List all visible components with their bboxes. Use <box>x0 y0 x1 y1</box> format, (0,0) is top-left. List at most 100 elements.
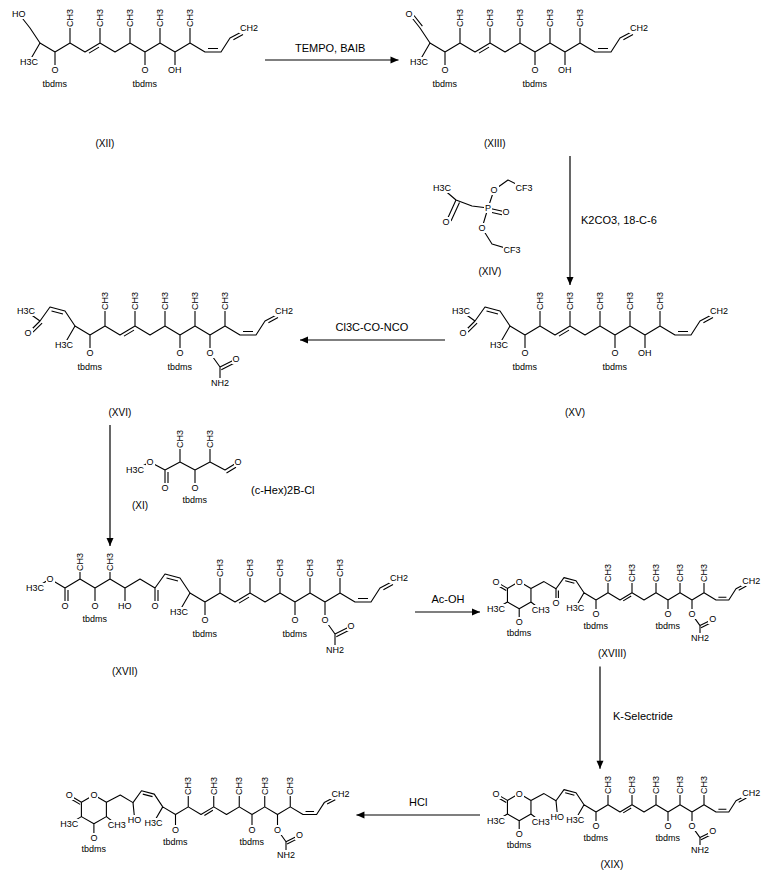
atom-label: CH3 <box>190 291 200 311</box>
atom-label: O <box>531 65 540 75</box>
reagent-label: TEMPO, BAIB <box>294 42 366 55</box>
atom-label: O <box>515 617 524 627</box>
atom-label: CH3 <box>675 775 685 795</box>
atom-label: tbdms <box>80 844 107 854</box>
compound-number: (XIX) <box>600 859 625 871</box>
arrow-head <box>356 812 364 819</box>
atom-label: CH2 <box>741 576 761 586</box>
atom-label: NH2 <box>325 645 345 655</box>
atom-label: O <box>515 789 524 799</box>
atom-label: HO <box>127 815 143 825</box>
atom-label: CH3 <box>185 8 195 28</box>
atom-label: O <box>521 348 530 358</box>
atom-label: CH3 <box>603 775 613 795</box>
atom-label: H3C <box>486 604 506 614</box>
atom-label: CH3 <box>275 558 285 578</box>
atom-label: O <box>171 825 180 835</box>
atom-label: CH3 <box>160 291 170 311</box>
arrow-head <box>391 57 399 64</box>
atom-label: CH3 <box>335 558 345 578</box>
atom-label: H3C <box>486 816 506 826</box>
arrow-line <box>300 339 445 340</box>
atom-label: CH3 <box>175 429 185 449</box>
atom-label: O <box>478 223 487 233</box>
atom-label: tbdms <box>655 621 682 631</box>
atom-label: CH3 <box>485 8 495 28</box>
atom-label: O <box>492 789 501 799</box>
atom-label: CH3 <box>515 8 525 28</box>
atom-label: tbdms <box>42 79 69 89</box>
atom-label: O <box>708 826 717 836</box>
atom-label: CH3 <box>455 8 465 28</box>
atom-label: H3C <box>565 603 585 613</box>
atom-label: NH2 <box>690 633 710 643</box>
atom-label: tbdms <box>182 495 209 505</box>
atom-label: CH3 <box>105 552 115 572</box>
atom-label: O <box>46 574 55 584</box>
reaction-arrow <box>415 609 480 616</box>
atom-label: CH2 <box>741 788 761 798</box>
atom-label: CH3 <box>285 776 295 796</box>
atom-label: CH3 <box>234 776 244 796</box>
atom-label: CH3 <box>205 429 215 449</box>
atom-label: O <box>206 348 215 358</box>
arrow-line <box>569 156 570 285</box>
atom-label: CH3 <box>651 775 661 795</box>
atom-label: HO <box>11 9 27 19</box>
atom-label: O <box>151 601 160 611</box>
atom-label: O <box>141 65 150 75</box>
atom-label: O <box>161 483 170 493</box>
atom-label: H3C <box>25 583 45 593</box>
atom-label: H3C <box>125 465 145 475</box>
arrow-line <box>599 666 600 768</box>
atom-label: H3C <box>409 57 429 67</box>
atom-label: CH3 <box>260 776 270 796</box>
atom-label: O <box>86 348 95 358</box>
atom-label: O <box>442 217 451 227</box>
atom-label: H3C <box>451 306 471 316</box>
arrow-line <box>109 425 110 546</box>
atom-label: CH2 <box>330 789 350 799</box>
atom-label: CH3 <box>627 563 637 583</box>
atom-label: O <box>91 601 100 611</box>
atom-label: CH3 <box>627 775 637 795</box>
reaction-arrow <box>567 156 574 285</box>
atom-label: tbdms <box>82 614 109 624</box>
atom-label: CH3 <box>595 291 605 311</box>
arrow-line <box>415 611 480 612</box>
atom-label: H3C <box>54 340 74 350</box>
arrow-line <box>265 59 398 60</box>
atom-label: O <box>89 833 98 843</box>
atom-label: H3C <box>19 57 39 67</box>
reagent-label: (c-Hex)2B-Cl <box>250 484 316 497</box>
atom-label: CH2 <box>274 306 294 316</box>
atom-label: CH3 <box>531 605 551 615</box>
atom-label: O <box>515 829 524 839</box>
atom-label: CH3 <box>651 563 661 583</box>
atom-label: O <box>405 9 414 19</box>
atom-label: H3C <box>143 818 163 828</box>
atom-label: HO <box>550 812 566 822</box>
compound-number: (XII) <box>95 138 116 150</box>
atom-label: O <box>146 457 155 467</box>
reaction-arrow <box>107 425 114 546</box>
atom-label: O <box>24 328 33 338</box>
atom-label: H3C <box>16 306 36 316</box>
arrow-head <box>597 761 604 769</box>
atom-label: tbdms <box>512 362 539 372</box>
atom-label: H3C <box>169 607 189 617</box>
reagent-label: Ac-OH <box>431 593 466 606</box>
atom-label: CH3 <box>65 8 75 28</box>
compound-number: (XVII) <box>111 666 139 678</box>
arrow-head <box>300 337 308 344</box>
atom-label: O <box>492 577 501 587</box>
atom-label: CH3 <box>215 558 225 578</box>
atom-label: CH3 <box>75 552 85 572</box>
atom-label: O <box>459 328 468 338</box>
atom-label: tbdms <box>282 629 309 639</box>
atom-label: CH3 <box>220 291 230 311</box>
atom-label: CH3 <box>603 563 613 583</box>
atom-label: tbdms <box>602 362 629 372</box>
reaction-arrow <box>597 666 604 768</box>
